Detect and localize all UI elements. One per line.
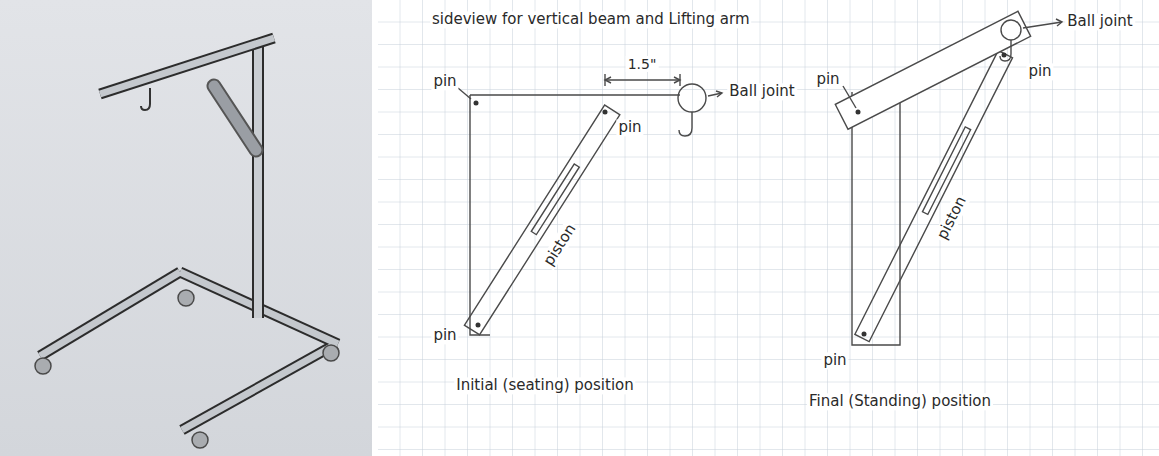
dimension-label: 1.5" <box>626 56 659 72</box>
graph-paper <box>378 0 1159 456</box>
pin-label: pin <box>431 327 458 344</box>
lift-frame <box>40 38 338 430</box>
pin-label: pin <box>821 352 848 369</box>
pin-label: pin <box>431 73 458 90</box>
pin-label: pin <box>616 119 643 136</box>
pin-dots <box>856 53 1007 337</box>
ball-joint-label: Ball joint <box>727 83 797 100</box>
initial-sketch <box>458 74 722 335</box>
render-panel <box>0 0 372 456</box>
pin-label: pin <box>1026 63 1053 80</box>
wheels <box>35 290 339 448</box>
sketch-title: sideview for vertical beam and Lifting a… <box>430 11 752 28</box>
position-caption: Initial (seating) position <box>454 377 635 394</box>
ball-joint-label: Ball joint <box>1065 13 1135 30</box>
pin-dots <box>474 101 608 328</box>
final-sketch <box>835 11 1062 345</box>
pin-label: pin <box>814 71 841 88</box>
position-caption: Final (Standing) position <box>807 393 993 410</box>
